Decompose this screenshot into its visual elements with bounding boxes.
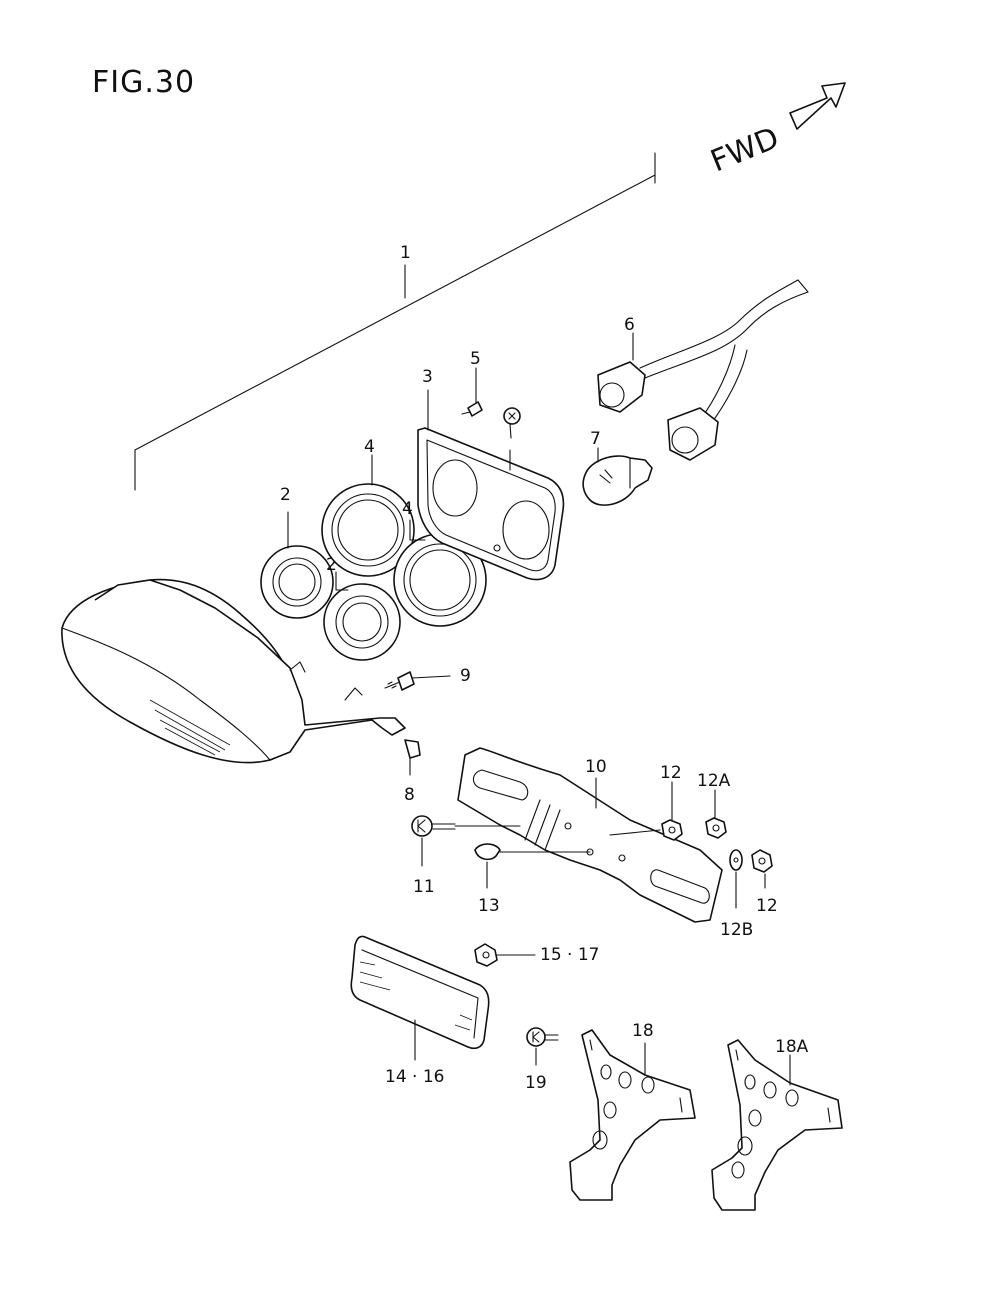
forward-arrow-icon [789, 82, 846, 130]
bolt-11: 11 [411, 815, 521, 897]
callout-4b: 4 [402, 499, 413, 519]
nut-12b: 12 [751, 849, 778, 916]
callout-4a: 4 [364, 437, 375, 457]
callout-7: 7 [590, 429, 601, 449]
callout-12b: 12 [756, 896, 778, 916]
screw-9: 9 [384, 666, 471, 691]
reflector-14-16: 14 · 16 [350, 935, 490, 1087]
fwd-label: FWD [706, 121, 784, 180]
tail-lamp-housing [61, 578, 421, 764]
callout-18A: 18A [775, 1037, 809, 1057]
callout-1: 1 [400, 243, 411, 263]
nut-15-17: 15 · 17 [474, 943, 599, 967]
callout-9: 9 [460, 666, 471, 686]
socket-wiring-6: 6 [597, 279, 809, 461]
callout-15-17: 15 · 17 [540, 945, 599, 965]
washer-12B: 12B [720, 849, 753, 940]
callout-13: 13 [478, 896, 500, 916]
clip-8: 8 [404, 757, 415, 805]
callout-11: 11 [413, 877, 435, 897]
callout-8: 8 [404, 785, 415, 805]
callout-2b: 2 [326, 555, 337, 575]
gasket-ring-4b: 4 [393, 499, 487, 627]
nut-12a: 12 [609, 763, 683, 841]
callout-18: 18 [632, 1021, 654, 1041]
callout-2a: 2 [280, 485, 291, 505]
lamp-base-gasket-3: 3 [417, 367, 565, 581]
callout-10: 10 [585, 757, 607, 777]
forward-direction-indicator: FWD [706, 82, 846, 180]
bracket-18A: 18A [711, 1037, 843, 1211]
screw-5: 5 [461, 349, 521, 439]
callout-3: 3 [422, 367, 433, 387]
callout-6: 6 [624, 315, 635, 335]
callout-5: 5 [470, 349, 481, 369]
nut-12A: 12A [697, 771, 731, 839]
callout-12A: 12A [697, 771, 731, 791]
bracket-18: 18 [569, 1021, 696, 1201]
gasket-ring-4a: 4 [321, 437, 415, 577]
callout-19: 19 [525, 1073, 547, 1093]
callout-14-16: 14 · 16 [385, 1067, 444, 1087]
bolt-19: 19 [525, 1027, 559, 1093]
callout-12B: 12B [720, 920, 753, 940]
license-bracket-10: 10 [457, 747, 723, 923]
bulb-7: 7 [582, 429, 653, 506]
lamp-socket-ring-2b: 2 [323, 555, 401, 661]
callout-12a: 12 [660, 763, 682, 783]
figure-title: FIG.30 [92, 65, 195, 100]
lamp-socket-ring-2a: 2 [260, 485, 334, 619]
assembly-bracket-1: 1 [134, 152, 656, 491]
clip-13: 13 [474, 843, 591, 916]
